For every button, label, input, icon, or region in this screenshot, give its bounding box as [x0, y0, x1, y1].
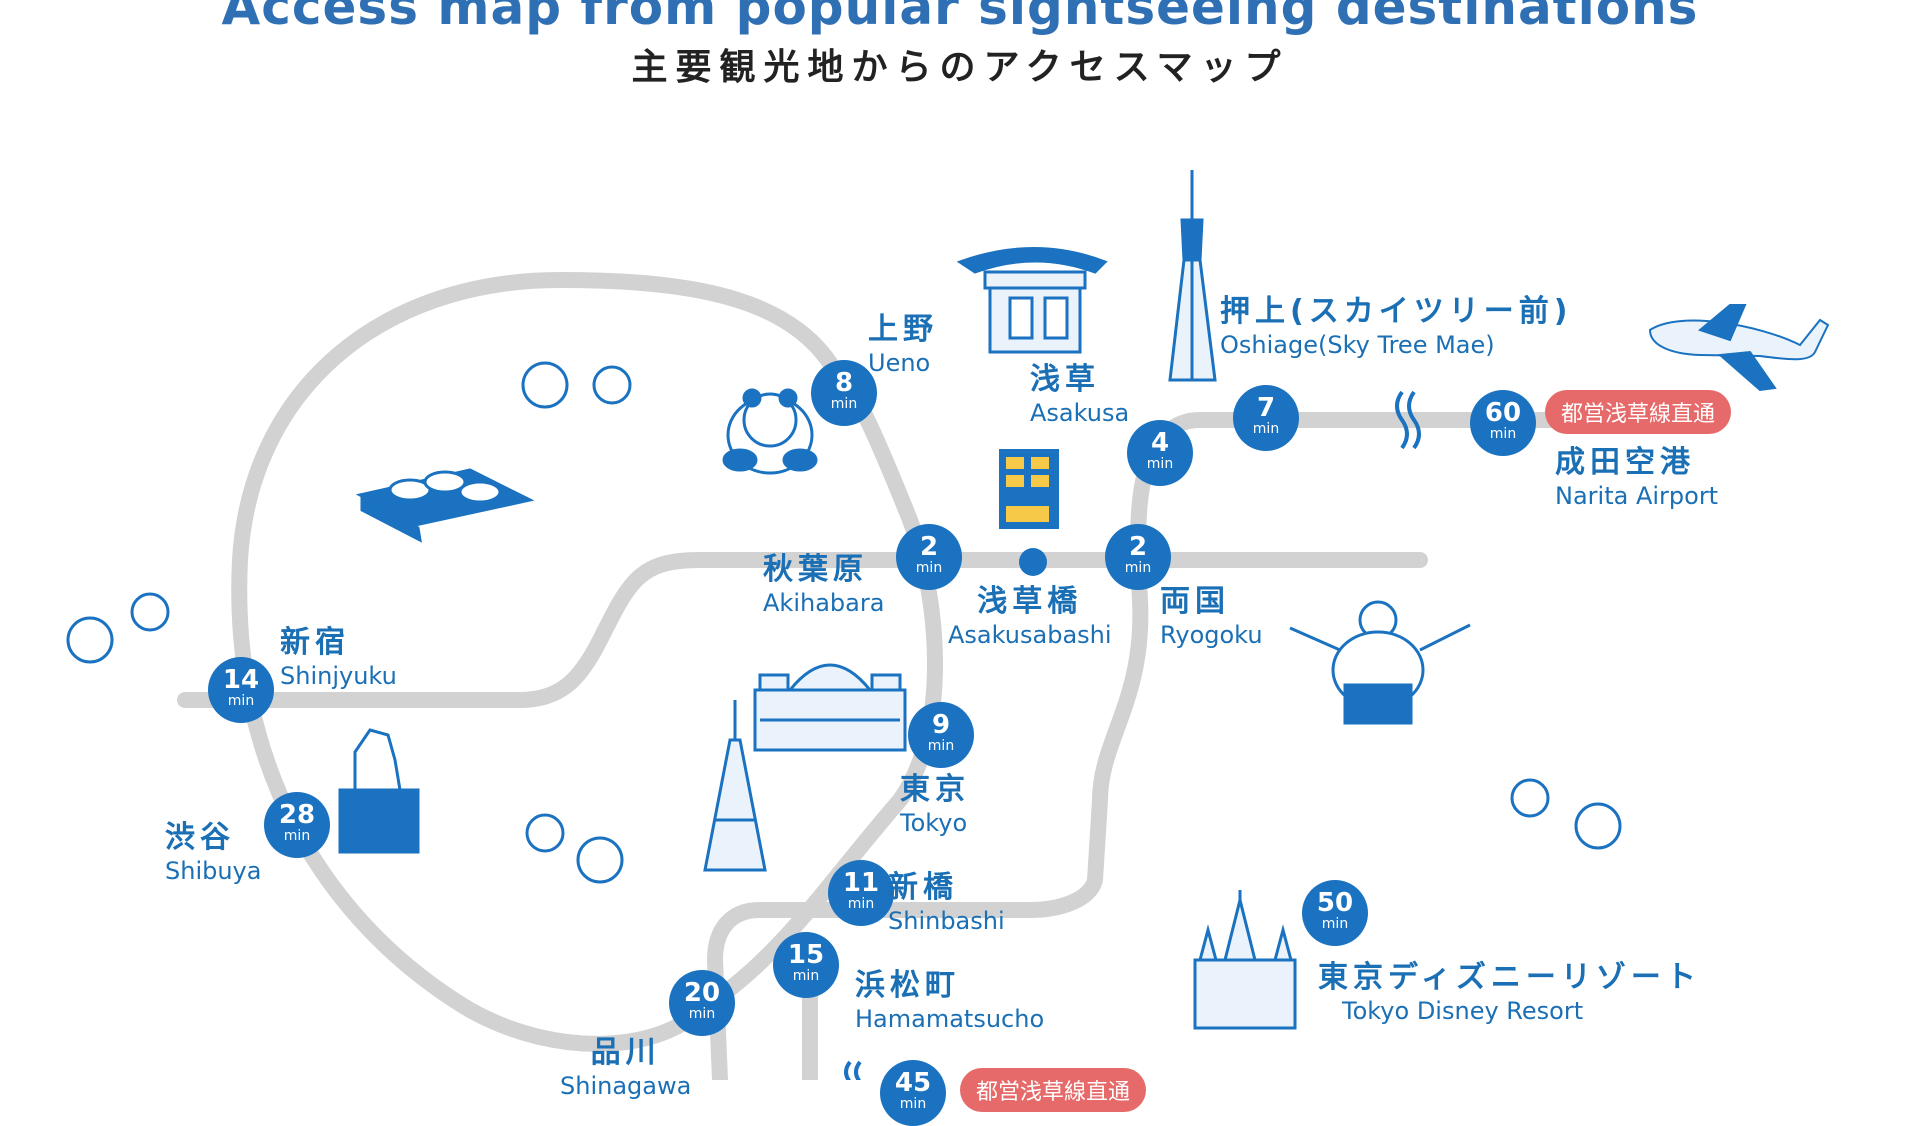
- sensoji-gate-icon: [956, 247, 1108, 354]
- hachiko-statue-icon: [338, 728, 420, 854]
- wave-break-icon: [844, 1060, 862, 1080]
- cherry-blossom-icon: [66, 361, 1622, 884]
- narita-direct-badge: 都営浅草線直通: [1545, 390, 1732, 434]
- skytree-icon: [1168, 170, 1217, 382]
- asakusabashi-dot: [1019, 548, 1047, 576]
- haneda-direct-badge: 都営浅草線直通: [960, 1068, 1147, 1112]
- tokyo-tower-icon: [703, 700, 767, 872]
- sushi-icon: [355, 468, 535, 543]
- airplane-icon: [1648, 304, 1830, 392]
- sumo-wrestler-icon: [1289, 600, 1471, 725]
- wave-break-icon: [1395, 390, 1421, 450]
- tokyo-station-icon: [753, 663, 907, 752]
- hotel-building-icon: [999, 449, 1059, 529]
- panda-icon: [722, 388, 818, 475]
- sobu-line: [177, 552, 1428, 708]
- page-title-jp: 主要観光地からのアクセスマップ: [631, 47, 1289, 88]
- page-title-en: Access map from popular sightseeing dest…: [221, 0, 1699, 36]
- oshiage-label: 押上(スカイツリー前)Oshiage(Sky Tree Mae): [1220, 294, 1573, 359]
- disney-castle-icon: [1193, 890, 1297, 1030]
